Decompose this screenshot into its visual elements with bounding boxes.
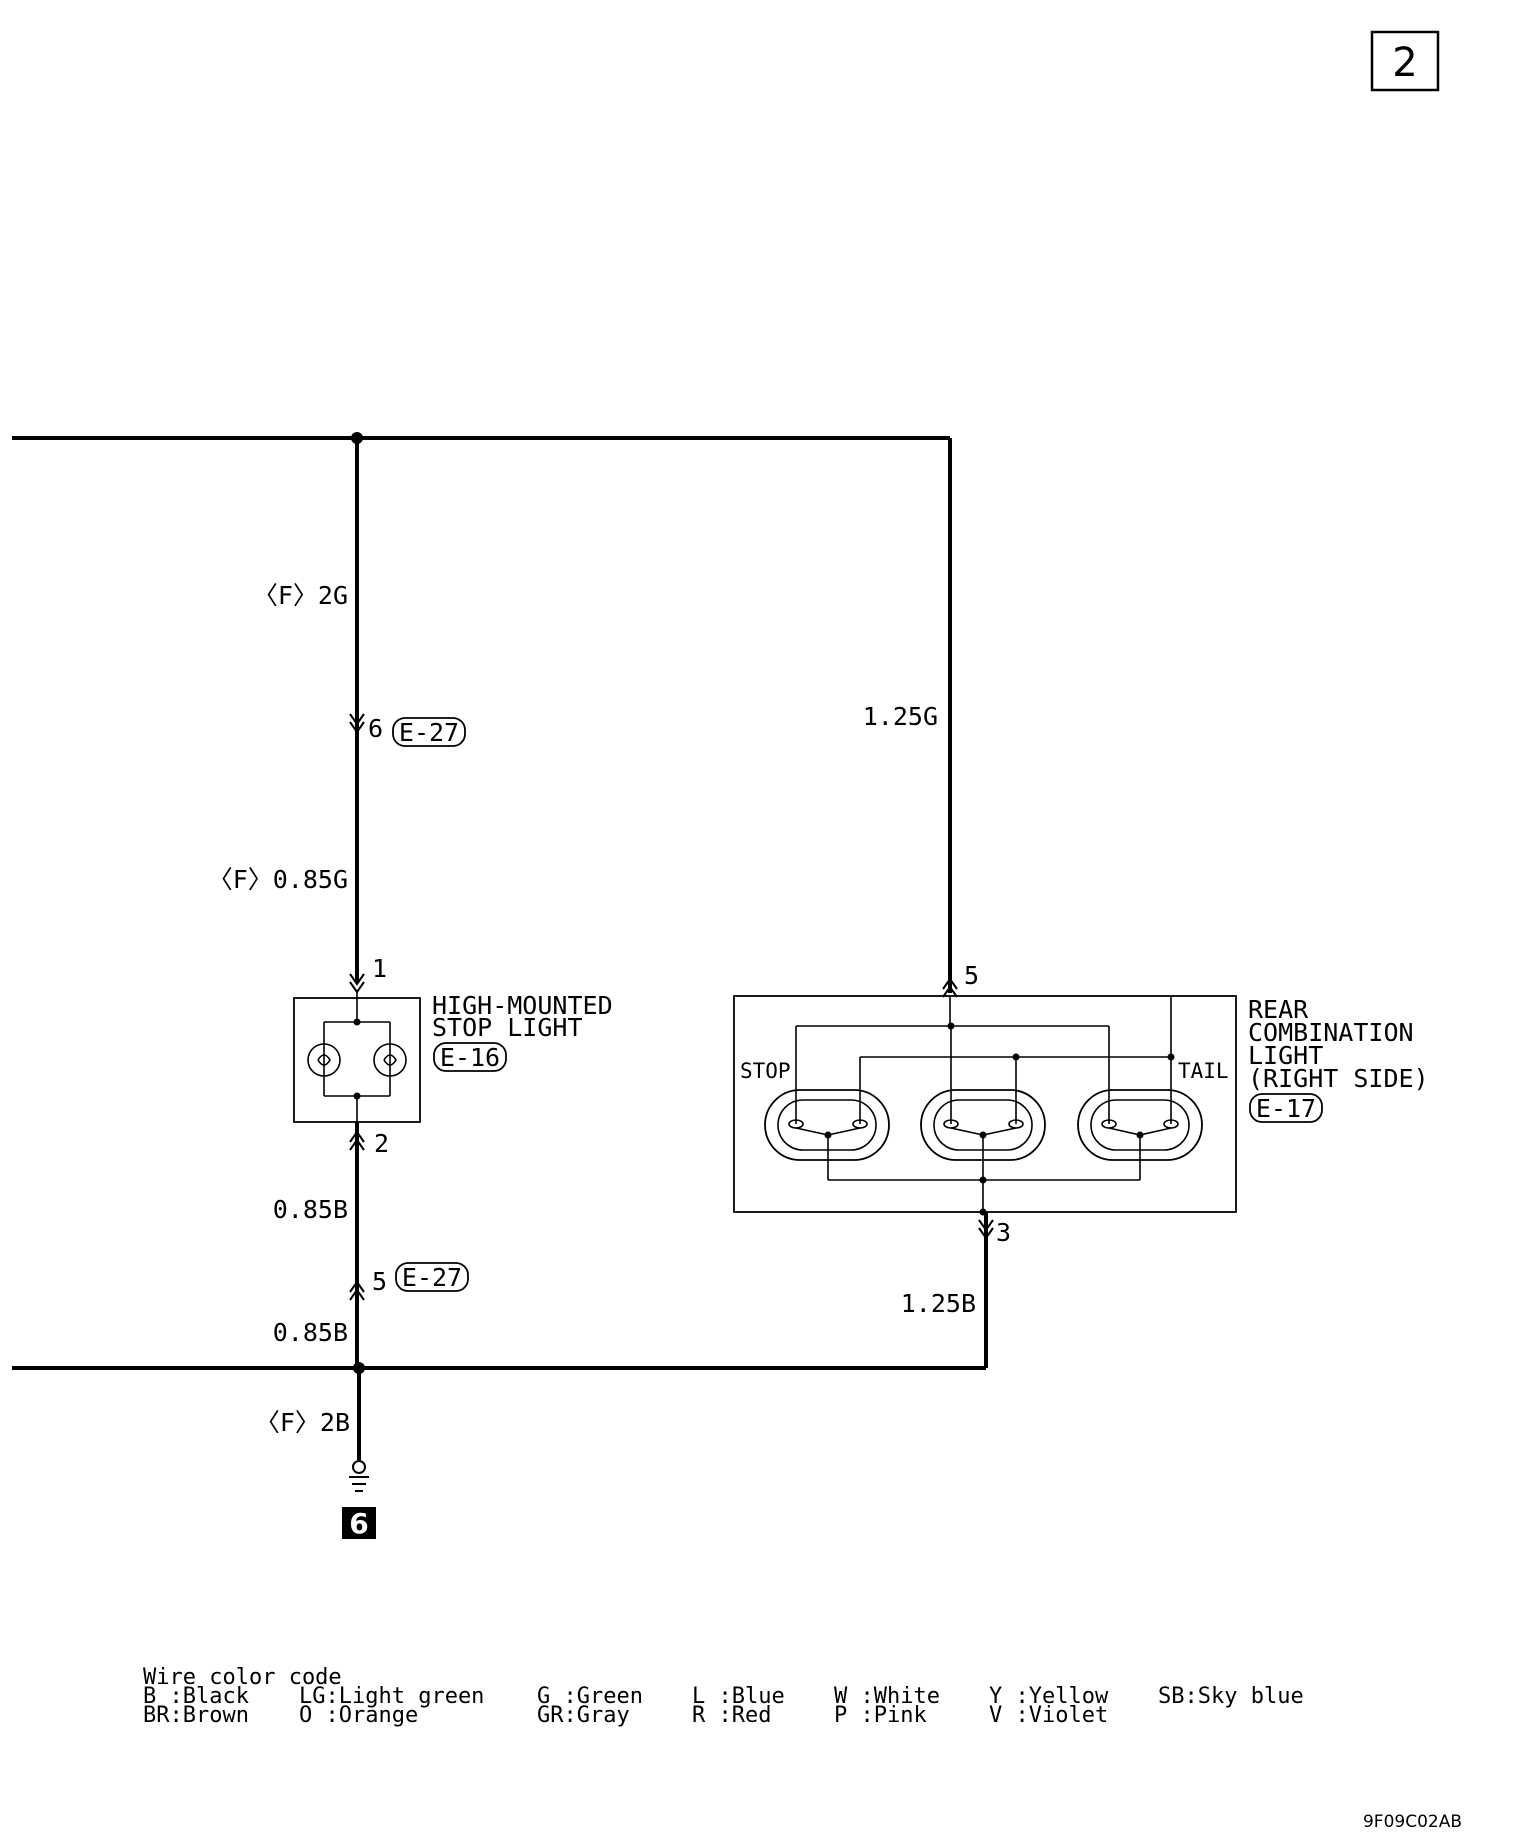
hmsl-name-line1: HIGH-MOUNTED [432,991,613,1020]
hmsl-pin-1-label: 1 [372,954,387,983]
rear-combination-light: 5 [733,961,1429,1247]
legend-entry: G :Green [537,1684,643,1709]
ground-icon: 6 [342,1460,376,1540]
tail-label: TAIL [1178,1059,1229,1083]
rcl-pin-5-label: 5 [964,961,979,990]
legend-entry: BR:Brown [143,1703,249,1728]
legend-entry: L :Blue [692,1684,785,1709]
ground-id: 6 [349,1507,368,1540]
bulb-icon [373,1043,407,1077]
hmsl-pin-2-label: 2 [374,1129,389,1158]
legend-entry: LG:Light green [299,1684,484,1709]
connector-e27-upper: 6 E-27 [349,713,466,747]
connector-e27-lower: 5 E-27 [349,1262,469,1301]
rcl-code: E-17 [1256,1094,1316,1123]
page-number: 2 [1392,40,1417,86]
rcl-name-line3: LIGHT [1248,1041,1323,1070]
power-bus [12,432,952,993]
rcl-name-line1: REAR [1248,995,1309,1024]
legend-entry: P :Pink [834,1703,927,1728]
bulb-icon [307,1043,341,1077]
drawing-code: 9F09C02AB [1363,1812,1462,1832]
legend-entry: O :Orange [299,1703,418,1728]
legend-entry: W :White [834,1684,940,1709]
wire-color-legend: Wire color code B :Black BR:Brown LG:Lig… [143,1665,1304,1728]
page-number-box: 2 [1370,30,1440,92]
hmsl-name-line2: STOP LIGHT [432,1013,583,1042]
wire-label-rear-feed: 1.25G [863,702,938,731]
rcl-name-line2: COMBINATION [1248,1018,1414,1047]
lamp-icon [764,1089,890,1161]
rcl-pin-3-label: 3 [996,1218,1011,1247]
legend-entry: SB:Sky blue [1158,1684,1304,1709]
wire-label-085b-b: 0.85B [273,1318,348,1347]
ground-bus [12,1212,988,1460]
connector-e27-upper-pin: 6 [368,714,383,743]
wire-label-f2b: 〈F〉2B [255,1408,350,1437]
wire-label-rear-ground: 1.25B [901,1289,976,1318]
legend-entry: R :Red [692,1703,771,1728]
connector-e27-upper-code: E-27 [399,718,459,747]
wire-label-085b-a: 0.85B [273,1195,348,1224]
legend-entry: GR:Gray [537,1703,630,1728]
legend-entry: Y :Yellow [989,1684,1109,1709]
high-mounted-stop-light: HIGH-MOUNTED STOP LIGHT E-16 [293,991,613,1123]
rcl-name-line4: (RIGHT SIDE) [1248,1064,1429,1093]
hmsl-code: E-16 [440,1043,500,1072]
hmsl-pin-2: 2 [349,1122,389,1368]
connector-e27-lower-code: E-27 [402,1263,462,1292]
legend-entry: B :Black [143,1684,249,1709]
stop-label: STOP [740,1059,791,1083]
wire-label-f2g: 〈F〉2G [253,581,348,610]
legend-title: Wire color code [143,1665,342,1690]
wire-label-f085g: 〈F〉0.85G [208,865,348,894]
legend-entry: V :Violet [989,1703,1108,1728]
connector-e27-lower-pin: 5 [372,1267,387,1296]
